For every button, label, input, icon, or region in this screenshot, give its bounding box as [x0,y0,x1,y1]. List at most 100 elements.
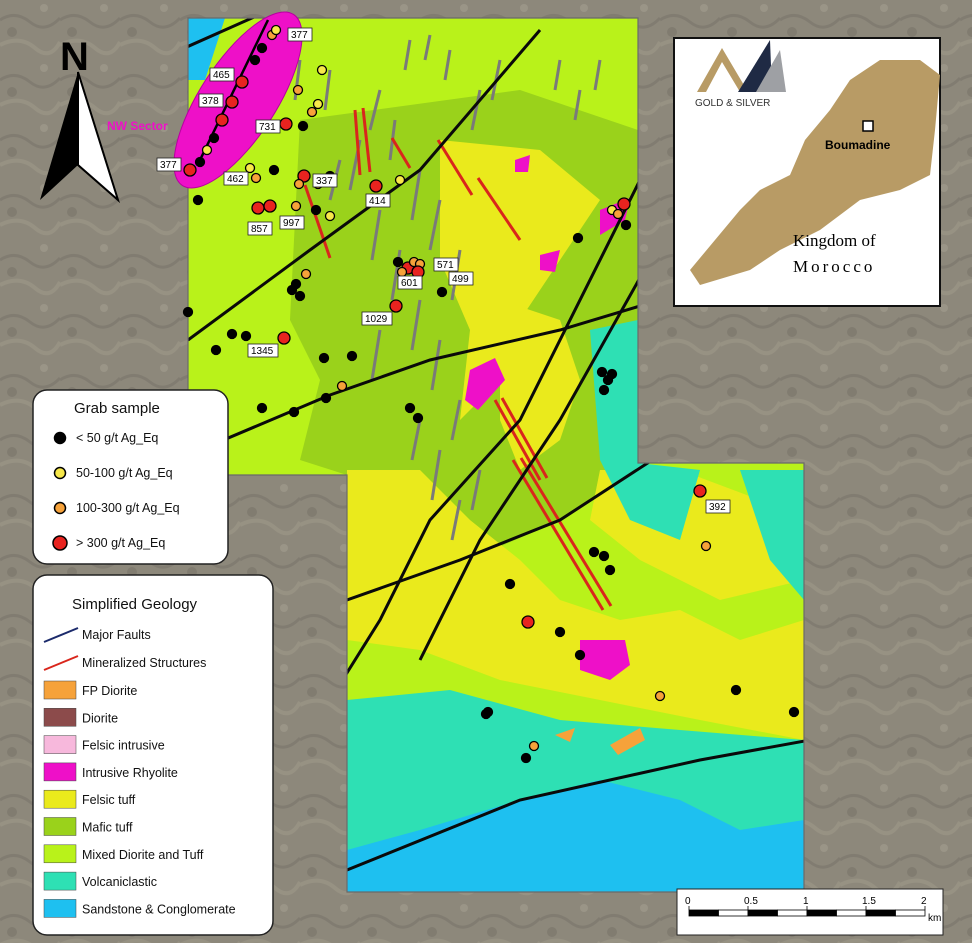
sample-point [312,98,324,110]
grab-legend-swatch [52,535,68,551]
volcaniclastic-area-3 [740,470,804,600]
sample-point [300,268,312,280]
geology-legend-label: Felsic intrusive [82,739,165,753]
sample-point [318,352,330,364]
sample-point [286,284,298,296]
country-line-2: Morocco [793,257,875,276]
rhyolite-body-4 [540,250,560,272]
sample-point [183,163,197,177]
sample-label: 462 [227,174,244,185]
sample-point [612,208,624,220]
sample-label: 731 [259,122,276,133]
sample-point [208,132,220,144]
sample-point [394,174,406,186]
sample-point [369,179,383,193]
sample-point [412,412,424,424]
sample-label-box [287,27,313,42]
north-arrow: N [40,35,121,204]
sample-point [617,197,631,211]
geology-legend: Simplified Geology Major FaultsMineraliz… [32,574,274,936]
grab-legend-swatch [53,501,67,515]
geology-legend-label: Diorite [82,711,118,725]
sample-point [654,690,666,702]
sample-point [256,402,268,414]
sample-point [215,113,229,127]
sample-label-box [448,271,474,286]
sample-point [250,172,262,184]
grab-legend-swatch [53,466,67,480]
sample-label-box [209,67,235,82]
geology-legend-label: Mafic tuff [82,821,133,835]
sample-label: 414 [369,196,386,207]
sample-label-box [361,311,393,326]
sample-point [268,164,280,176]
sample-point [788,706,800,718]
north-arrow-right [77,71,121,204]
sample-label-box [312,173,338,188]
sample-label: 465 [213,70,230,81]
sample-point [182,306,194,318]
sample-label: 571 [437,260,454,271]
sample-point [700,540,712,552]
sample-point [693,484,707,498]
sample-point [389,299,403,313]
sample-point [263,199,277,213]
location-inset: Boumadine Kingdom of Morocco GOLD & SILV… [673,37,941,307]
geology-legend-label: Sandstone & Conglomerate [82,902,236,916]
sample-point [588,546,600,558]
sample-point [320,392,332,404]
sample-label: 857 [251,224,268,235]
sample-point [528,740,540,752]
sample-point [192,194,204,206]
sample-point [277,331,291,345]
geology-legend-title: Simplified Geology [72,596,198,613]
sample-point [404,402,416,414]
geology-legend-label: Felsic tuff [82,793,136,807]
sample-label-box [397,275,423,290]
fp-diorite-body-2 [555,728,575,742]
geology-legend-swatch [43,871,77,891]
sample-point [240,330,252,342]
sample-point [396,266,408,278]
scale-tick-label: 0 [685,896,691,907]
sample-point [249,54,261,66]
geology-legend-label: FP Diorite [82,684,137,698]
major-faults [188,18,804,872]
sample-point [251,201,265,215]
nw-sector-label: NW Sector [107,119,168,133]
rhyolite-body-2 [465,358,505,410]
boumadine-marker [862,120,874,132]
fp-diorite-body [610,728,645,755]
sandstone-area [347,780,804,892]
north-arrow-left [40,72,78,200]
sample-label-box [156,157,182,172]
scale-segment [718,909,749,917]
sample-point [279,117,293,131]
sample-point [598,550,610,562]
geology-legend-swatch [43,789,77,809]
sample-point [520,752,532,764]
geology-legend-swatch [43,817,77,836]
sample-point [194,156,206,168]
geology-legend-label: Mixed Diorite and Tuff [82,848,204,862]
sample-point [306,106,318,118]
sample-label-box [705,499,731,514]
sample-point [293,178,305,190]
sample-point [297,169,311,183]
sample-point [225,95,239,109]
sample-point [310,204,322,216]
logo-a-left [697,48,748,92]
sample-point [226,328,238,340]
geology-legend-line-swatch [43,655,79,671]
sample-point [288,406,300,418]
geology-legend-swatch [43,735,77,754]
sample-point [324,210,336,222]
scale-segment [865,909,896,917]
sample-label: 378 [202,96,219,107]
grab-legend-label: > 300 g/t Ag_Eq [76,536,165,550]
geology-legend-frame [32,574,274,936]
